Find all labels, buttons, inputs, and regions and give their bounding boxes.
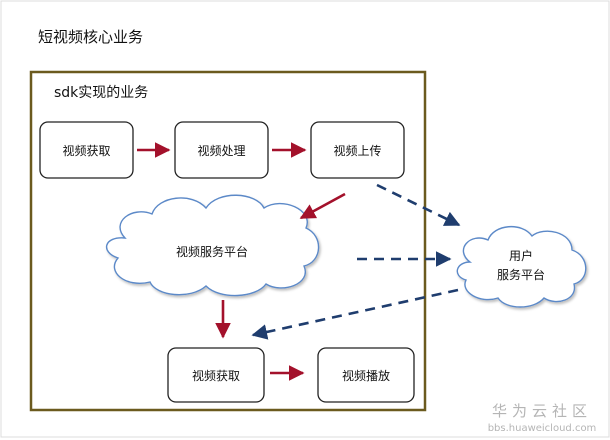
node-service-platform-label: 视频服务平台 bbox=[176, 244, 248, 259]
watermark-url: bbs.huaweicloud.com bbox=[488, 423, 597, 434]
node-service-platform-cloud bbox=[106, 194, 320, 297]
sdk-boundary bbox=[29, 70, 427, 412]
outer-title: 短视频核心业务 bbox=[38, 28, 143, 46]
arrow-upload-to-user-platform bbox=[376, 183, 461, 227]
node-process: 视频处理 bbox=[174, 121, 269, 179]
node-upload: 视频上传 bbox=[310, 121, 405, 179]
node-user-platform-label-2: 服务平台 bbox=[497, 267, 545, 282]
sdk-title: sdk实现的业务 bbox=[54, 85, 148, 101]
node-capture-top: 视频获取 bbox=[39, 121, 134, 179]
node-user-platform-cloud bbox=[456, 226, 587, 308]
node-process-label: 视频处理 bbox=[197, 143, 245, 158]
node-playback: 视频播放 bbox=[317, 347, 415, 403]
node-capture-bottom-label: 视频获取 bbox=[192, 368, 240, 383]
node-capture-bottom: 视频获取 bbox=[167, 347, 265, 403]
arrow-user-platform-to-capture bbox=[251, 288, 459, 340]
arrow-upload-to-service bbox=[299, 192, 346, 220]
node-user-platform-label-1: 用户 bbox=[509, 248, 533, 263]
node-upload-label: 视频上传 bbox=[333, 143, 381, 158]
node-capture-top-label: 视频获取 bbox=[62, 143, 110, 158]
node-playback-label: 视频播放 bbox=[342, 368, 390, 383]
watermark-brand: 华为云社区 bbox=[492, 402, 592, 420]
